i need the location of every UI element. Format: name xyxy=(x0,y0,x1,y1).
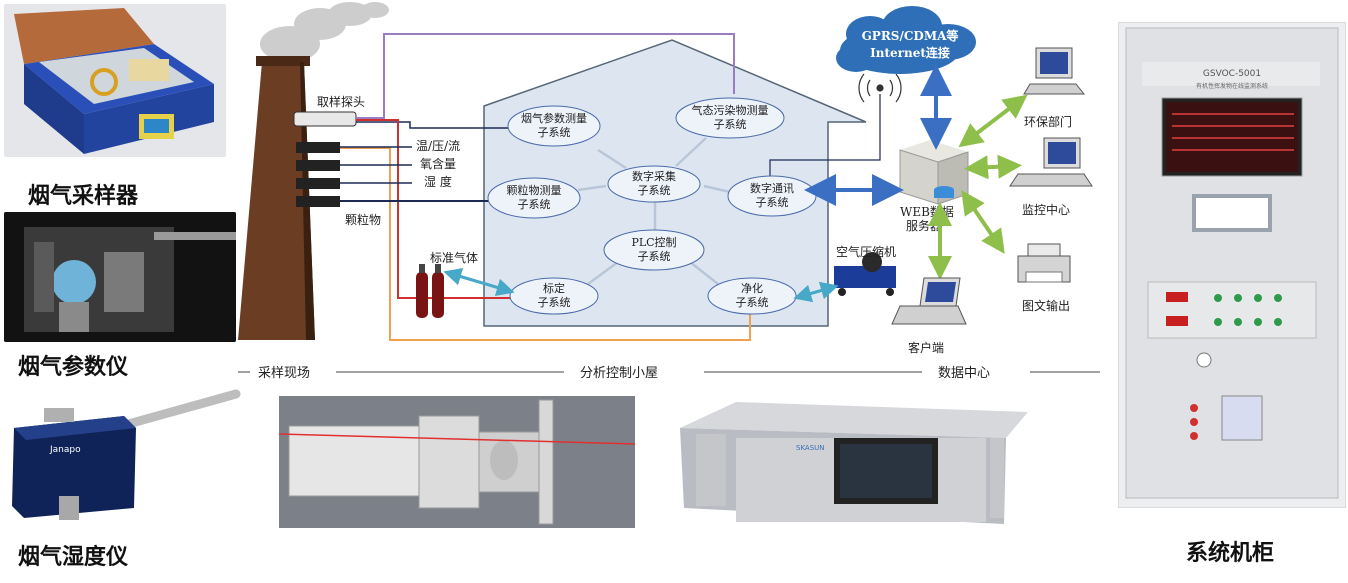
node-particle: 颗粒物测量 子系统 xyxy=(487,177,581,219)
inner-arrows xyxy=(577,137,731,286)
node-data-communication: 数字通讯 子系统 xyxy=(727,175,817,217)
humidity-meter-brand: Janapo xyxy=(49,445,81,455)
gas-cylinder-icon xyxy=(416,264,444,318)
env-dept-label: 环保部门 xyxy=(1024,114,1072,129)
svg-text:净化: 净化 xyxy=(741,281,763,295)
smoke-plume xyxy=(260,2,389,62)
server-monitor-arrow xyxy=(964,154,1022,180)
antenna-icon xyxy=(858,73,902,103)
compressor-label: 空气压缩机 xyxy=(836,244,896,259)
monitor-center-label: 监控中心 xyxy=(1022,202,1070,217)
analyzer-brand: SKASUN xyxy=(796,444,825,452)
env-dept-computer-icon xyxy=(1023,47,1086,95)
flue-gas-sampler-photo xyxy=(4,4,226,157)
svg-text:子系统: 子系统 xyxy=(638,184,671,197)
svg-text:子系统: 子系统 xyxy=(638,250,671,263)
temp-pressure-flow-label: 温/压/流 xyxy=(416,139,460,153)
flue-gas-humidity-meter-caption: 烟气湿度仪 xyxy=(18,545,129,570)
server-env-arrow xyxy=(958,94,1028,148)
red-calibration-line xyxy=(356,119,510,299)
node-purification: 净化 子系统 xyxy=(707,277,797,315)
oxygen-content-label: 氧含量 xyxy=(420,156,456,171)
svg-text:气态污染物测量: 气态污染物测量 xyxy=(692,103,769,117)
humidity-label: 湿 度 xyxy=(424,174,452,189)
gas-analyzer-photo: SKASUN xyxy=(676,398,1028,528)
node-plc-control: PLC控制 子系统 xyxy=(603,229,705,271)
svg-text:颗粒物测量: 颗粒物测量 xyxy=(507,183,562,197)
svg-text:子系统: 子系统 xyxy=(518,198,551,211)
svg-text:数字采集: 数字采集 xyxy=(632,169,676,183)
svg-text:数字通讯: 数字通讯 xyxy=(750,181,794,195)
particle-label: 颗粒物 xyxy=(345,212,381,227)
section-field-label: 采样现场 xyxy=(258,366,310,381)
cylinder-to-calibration-arrow xyxy=(443,267,515,297)
server-print-arrow xyxy=(961,190,1005,254)
svg-text:PLC控制: PLC控制 xyxy=(631,235,676,249)
node-gas-pollutant: 气态污染物测量 子系统 xyxy=(675,97,785,139)
flue-gas-parameter-meter-photo xyxy=(4,212,236,342)
std-gas-label: 标准气体 xyxy=(430,250,478,265)
flue-gas-parameter-meter-caption: 烟气参数仪 xyxy=(18,355,129,380)
server-label-line2: 服务器 xyxy=(906,218,942,233)
node-data-acquisition: 数字采集 子系统 xyxy=(607,165,701,203)
network-cloud xyxy=(836,6,976,74)
monitor-center-computer-icon xyxy=(1009,137,1093,187)
print-output-label: 图文输出 xyxy=(1022,298,1070,313)
svg-text:标定: 标定 xyxy=(543,281,565,295)
probe-cross-section-photo xyxy=(278,396,636,528)
cabinet-subtitle: 有机性挥发物在线监测系统 xyxy=(1196,82,1268,90)
node-flue-param: 烟气参数测量 子系统 xyxy=(507,105,601,147)
air-compressor-icon xyxy=(834,252,896,296)
system-cabinet-caption: 系统机柜 xyxy=(1186,541,1275,566)
network-label-line1: GPRS/CDMA等 xyxy=(862,28,959,43)
flue-gas-humidity-meter-photo: Janapo xyxy=(4,388,244,528)
svg-text:子系统: 子系统 xyxy=(538,126,571,139)
svg-text:烟气参数测量: 烟气参数测量 xyxy=(521,111,587,125)
client-end-label: 客户端 xyxy=(908,340,944,355)
svg-text:子系统: 子系统 xyxy=(538,296,571,309)
section-data-center-label: 数据中心 xyxy=(938,366,990,381)
web-server-icon xyxy=(899,140,969,205)
svg-text:子系统: 子系统 xyxy=(714,118,747,131)
probe-label: 取样探头 xyxy=(317,94,365,109)
svg-text:子系统: 子系统 xyxy=(756,196,789,209)
antenna-line xyxy=(769,94,881,180)
flue-gas-sampler-caption: 烟气采样器 xyxy=(28,184,139,209)
server-label-line1: WEB数据 xyxy=(900,204,954,219)
compressor-to-purification-arrow xyxy=(793,281,839,303)
system-cabinet-photo: GSVOC-5001 有机性挥发物在线监测系统 xyxy=(1117,21,1347,509)
printer-icon xyxy=(1017,243,1071,283)
probe-signal-line xyxy=(356,121,544,129)
client-laptop-icon xyxy=(891,277,967,325)
orange-purge-line xyxy=(340,147,751,341)
purple-sample-line xyxy=(356,33,735,119)
svg-text:子系统: 子系统 xyxy=(736,296,769,309)
node-calibration: 标定 子系统 xyxy=(509,277,599,315)
sampling-probes xyxy=(293,111,357,207)
cabinet-model: GSVOC-5001 xyxy=(1203,69,1261,79)
section-control-room-label: 分析控制小屋 xyxy=(580,366,658,381)
network-label-line2: Internet连接 xyxy=(870,45,950,60)
